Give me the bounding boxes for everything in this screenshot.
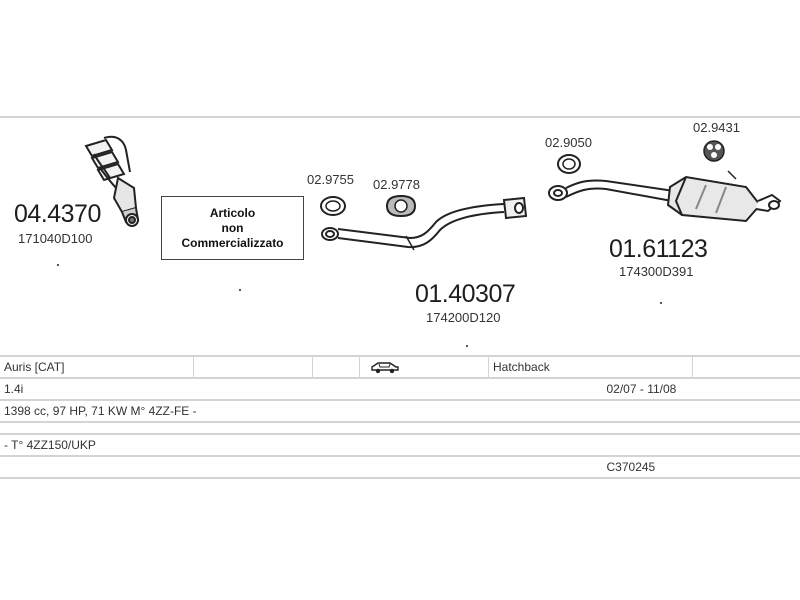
engine-cell: 1.4i <box>0 377 693 401</box>
marker-dot <box>660 302 662 304</box>
rubber-mount-code[interactable]: 02.9431 <box>693 120 740 135</box>
type-code-cell: - T° 4ZZ150/UKP <box>0 433 800 457</box>
body-type-cell: Hatchback <box>488 355 693 379</box>
table-row <box>0 421 800 435</box>
front-pipe-ref: 174200D120 <box>426 310 501 325</box>
gasket-ring-icon <box>320 196 346 216</box>
notice-line-2: non <box>221 220 244 235</box>
notice-line-3: Commercializzato <box>181 235 284 250</box>
manifold-code[interactable]: 04.4370 <box>14 200 101 228</box>
gasket-ring-icon <box>557 154 581 174</box>
flange-gasket-icon <box>385 194 417 218</box>
gasket-c-code[interactable]: 02.9050 <box>545 135 592 150</box>
car-icon <box>371 362 399 374</box>
front-pipe-icon <box>321 196 528 251</box>
table-row: - T° 4ZZ150/UKP <box>0 433 800 457</box>
specs-cell: 1398 cc, 97 HP, 71 KW M° 4ZZ-FE - <box>0 399 800 423</box>
rear-silencer-ref: 174300D391 <box>619 264 694 279</box>
front-pipe-code[interactable]: 01.40307 <box>415 280 516 308</box>
manifold-ref: 171040D100 <box>18 231 93 246</box>
gasket-b-code[interactable]: 02.9778 <box>373 177 420 192</box>
empty-cell <box>193 355 313 379</box>
exhaust-manifold-icon <box>84 135 140 227</box>
table-row: 1398 cc, 97 HP, 71 KW M° 4ZZ-FE - <box>0 399 800 423</box>
dates-cell: 02/07 - 11/08 <box>602 377 710 401</box>
marker-dot <box>466 345 468 347</box>
marker-dot <box>239 289 241 291</box>
empty-row-cell <box>0 421 800 435</box>
vehicle-info-table: Auris [CAT] Hatchback 1.4i 02/07 - 11/08… <box>0 355 800 479</box>
empty-cell <box>692 355 800 379</box>
marker-dot <box>57 264 59 266</box>
rubber-mount-icon <box>703 140 725 162</box>
notice-line-1: Articolo <box>209 205 256 220</box>
rear-silencer-icon <box>548 170 782 223</box>
table-row: 1.4i 02/07 - 11/08 <box>0 377 800 401</box>
empty-cell <box>0 455 693 479</box>
body-icon-cell <box>359 355 489 379</box>
table-row: C370245 <box>0 455 800 479</box>
top-separator <box>0 116 800 118</box>
model-cell: Auris [CAT] <box>0 355 194 379</box>
rear-silencer-code[interactable]: 01.61123 <box>609 235 708 263</box>
gasket-a-code[interactable]: 02.9755 <box>307 172 354 187</box>
not-available-notice: Articolo non Commercializzato <box>161 196 304 260</box>
table-row: Auris [CAT] Hatchback <box>0 355 800 379</box>
catalog-id-cell: C370245 <box>602 455 710 479</box>
empty-cell <box>312 355 360 379</box>
